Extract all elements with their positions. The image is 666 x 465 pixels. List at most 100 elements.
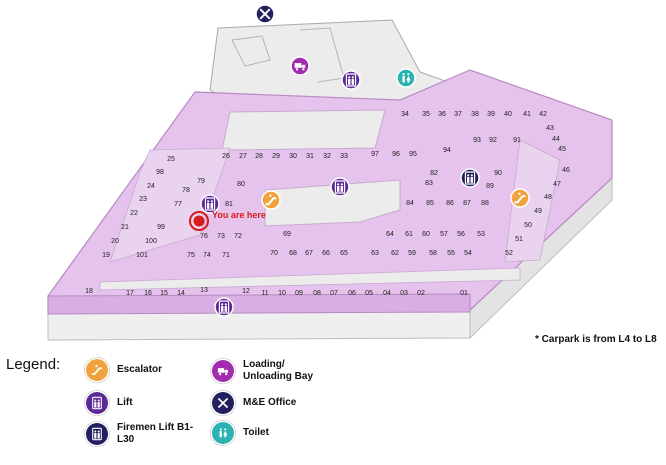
lot-36[interactable]: 36 <box>438 111 446 118</box>
lot-97[interactable]: 97 <box>371 151 379 158</box>
lot-33[interactable]: 33 <box>340 153 348 160</box>
lot-52[interactable]: 52 <box>505 250 513 257</box>
lot-17[interactable]: 17 <box>126 290 134 297</box>
lot-22[interactable]: 22 <box>130 210 138 217</box>
lift-icon[interactable] <box>341 70 361 90</box>
lot-78[interactable]: 78 <box>182 187 190 194</box>
lot-70[interactable]: 70 <box>270 250 278 257</box>
lot-75[interactable]: 75 <box>187 252 195 259</box>
lot-96[interactable]: 96 <box>392 151 400 158</box>
lift-icon[interactable] <box>200 194 220 214</box>
lot-55[interactable]: 55 <box>447 250 455 257</box>
lot-24[interactable]: 24 <box>147 183 155 190</box>
lot-72[interactable]: 72 <box>234 233 242 240</box>
lot-18[interactable]: 18 <box>85 288 93 295</box>
lot-50[interactable]: 50 <box>524 222 532 229</box>
wrench-cross-icon[interactable] <box>255 4 275 24</box>
lot-41[interactable]: 41 <box>523 111 531 118</box>
lot-74[interactable]: 74 <box>203 252 211 259</box>
lot-44[interactable]: 44 <box>552 136 560 143</box>
lot-53[interactable]: 53 <box>477 231 485 238</box>
lot-13[interactable]: 13 <box>200 287 208 294</box>
lot-100[interactable]: 100 <box>145 238 157 245</box>
lot-88[interactable]: 88 <box>481 200 489 207</box>
lot-42[interactable]: 42 <box>539 111 547 118</box>
lot-84[interactable]: 84 <box>406 200 414 207</box>
toilet-icon[interactable] <box>396 68 416 88</box>
lot-98[interactable]: 98 <box>156 169 164 176</box>
lot-61[interactable]: 61 <box>405 231 413 238</box>
lot-28[interactable]: 28 <box>255 153 263 160</box>
lot-64[interactable]: 64 <box>386 231 394 238</box>
lot-01[interactable]: 01 <box>460 290 468 297</box>
lot-37[interactable]: 37 <box>454 111 462 118</box>
lot-59[interactable]: 59 <box>408 250 416 257</box>
lot-46[interactable]: 46 <box>562 167 570 174</box>
lot-35[interactable]: 35 <box>422 111 430 118</box>
lot-40[interactable]: 40 <box>504 111 512 118</box>
lot-101[interactable]: 101 <box>136 252 148 259</box>
lot-03[interactable]: 03 <box>400 290 408 297</box>
lot-80[interactable]: 80 <box>237 181 245 188</box>
lift-icon[interactable] <box>214 297 234 317</box>
lot-57[interactable]: 57 <box>440 231 448 238</box>
lot-05[interactable]: 05 <box>365 290 373 297</box>
lot-34[interactable]: 34 <box>401 111 409 118</box>
lot-89[interactable]: 89 <box>486 183 494 190</box>
lot-31[interactable]: 31 <box>306 153 314 160</box>
lot-32[interactable]: 32 <box>323 153 331 160</box>
lot-58[interactable]: 58 <box>429 250 437 257</box>
lot-86[interactable]: 86 <box>446 200 454 207</box>
lot-14[interactable]: 14 <box>177 290 185 297</box>
lot-94[interactable]: 94 <box>443 147 451 154</box>
lot-15[interactable]: 15 <box>160 290 168 297</box>
lot-38[interactable]: 38 <box>471 111 479 118</box>
lot-23[interactable]: 23 <box>139 196 147 203</box>
lot-12[interactable]: 12 <box>242 288 250 295</box>
lot-85[interactable]: 85 <box>426 200 434 207</box>
lot-10[interactable]: 10 <box>278 290 286 297</box>
lot-63[interactable]: 63 <box>371 250 379 257</box>
escalator-icon[interactable] <box>261 190 281 210</box>
lot-82[interactable]: 82 <box>430 170 438 177</box>
lot-47[interactable]: 47 <box>553 181 561 188</box>
you-are-here-marker[interactable]: You are here <box>189 210 266 231</box>
lot-71[interactable]: 71 <box>222 252 230 259</box>
lot-07[interactable]: 07 <box>330 290 338 297</box>
lot-19[interactable]: 19 <box>102 252 110 259</box>
lot-83[interactable]: 83 <box>425 180 433 187</box>
lot-11[interactable]: 11 <box>261 290 268 297</box>
lot-79[interactable]: 79 <box>197 178 205 185</box>
lot-87[interactable]: 87 <box>463 200 471 207</box>
lift-icon[interactable] <box>330 177 350 197</box>
lot-06[interactable]: 06 <box>348 290 356 297</box>
lot-30[interactable]: 30 <box>289 153 297 160</box>
lot-51[interactable]: 51 <box>515 236 523 243</box>
lot-76[interactable]: 76 <box>200 233 208 240</box>
lot-21[interactable]: 21 <box>121 224 129 231</box>
lot-48[interactable]: 48 <box>544 194 552 201</box>
lot-67[interactable]: 67 <box>305 250 313 257</box>
lot-43[interactable]: 43 <box>546 125 554 132</box>
lot-27[interactable]: 27 <box>239 153 247 160</box>
lot-02[interactable]: 02 <box>417 290 425 297</box>
lot-92[interactable]: 92 <box>489 137 497 144</box>
lot-39[interactable]: 39 <box>487 111 495 118</box>
lot-08[interactable]: 08 <box>313 290 321 297</box>
lot-62[interactable]: 62 <box>391 250 399 257</box>
lot-66[interactable]: 66 <box>322 250 330 257</box>
lot-29[interactable]: 29 <box>272 153 280 160</box>
lot-69[interactable]: 69 <box>283 231 291 238</box>
lot-04[interactable]: 04 <box>383 290 391 297</box>
lot-49[interactable]: 49 <box>534 208 542 215</box>
lot-95[interactable]: 95 <box>409 151 417 158</box>
lot-54[interactable]: 54 <box>464 250 472 257</box>
lot-90[interactable]: 90 <box>494 170 502 177</box>
lot-25[interactable]: 25 <box>167 156 175 163</box>
lot-91[interactable]: 91 <box>513 137 521 144</box>
escalator-icon[interactable] <box>510 188 530 208</box>
lot-99[interactable]: 99 <box>157 224 165 231</box>
firemen-lift-icon[interactable] <box>460 168 480 188</box>
lot-56[interactable]: 56 <box>457 231 465 238</box>
lot-93[interactable]: 93 <box>473 137 481 144</box>
